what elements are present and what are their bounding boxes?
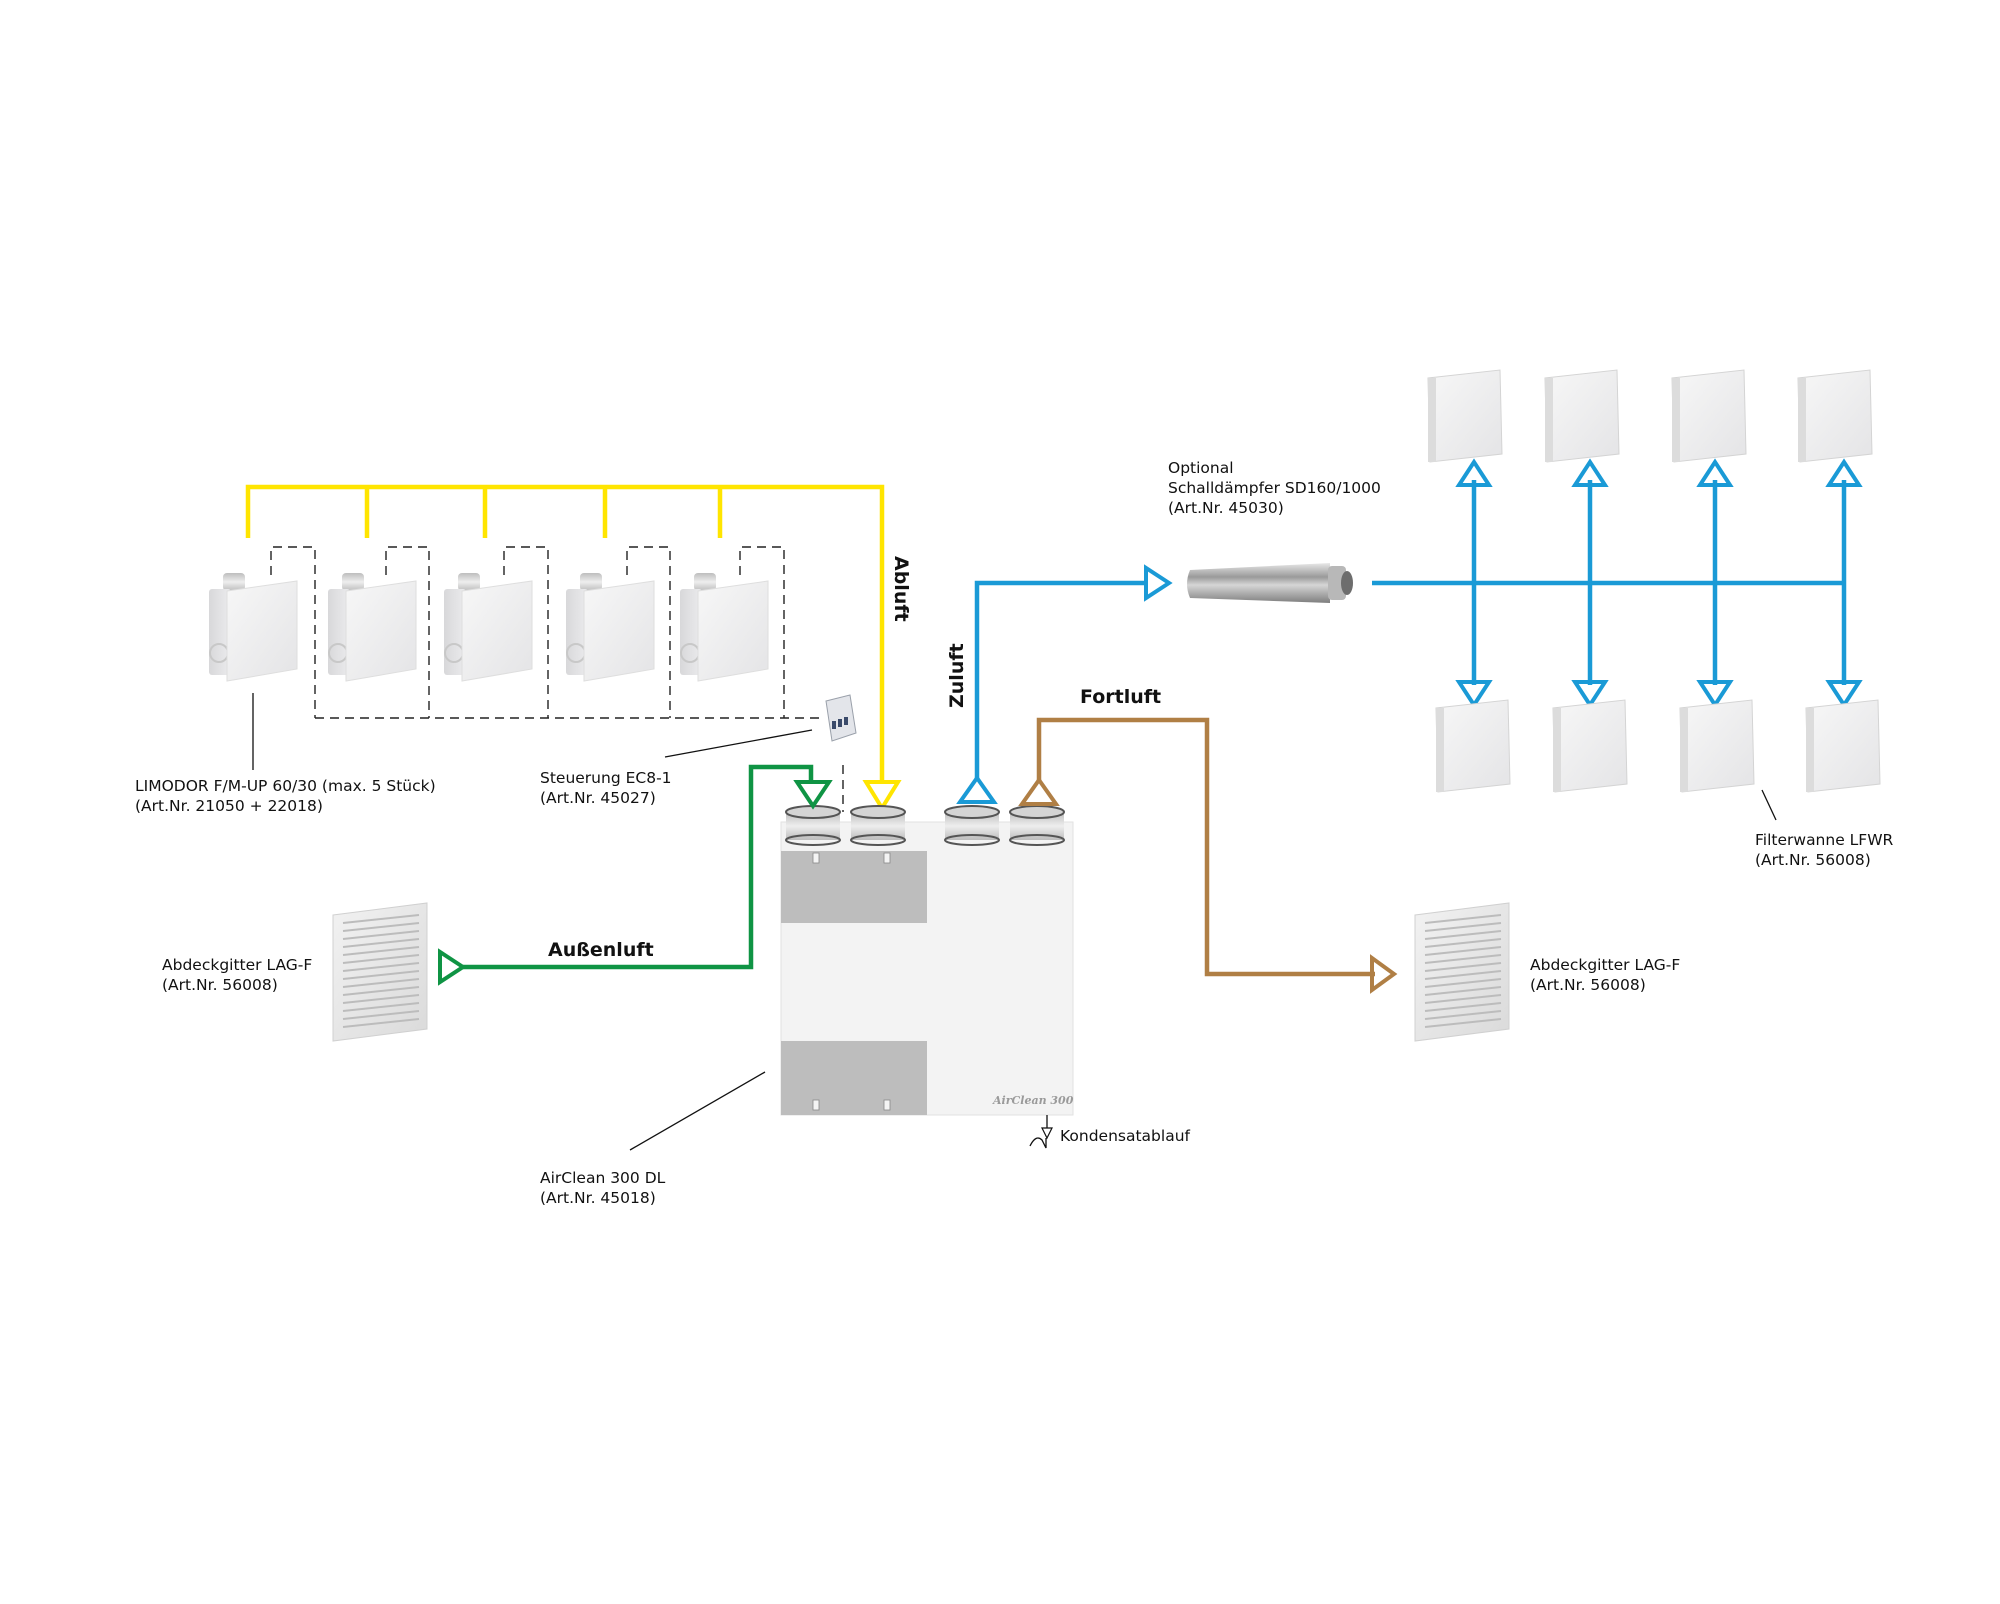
limodor-name: LIMODOR F/M-UP 60/30 (max. 5 Stück) [135, 777, 436, 795]
filterwanne-unit [1552, 699, 1628, 793]
supply-up-arrow-icon [1696, 458, 1734, 487]
filterwanne-unit [1797, 369, 1873, 463]
silencer-optional: Optional [1168, 459, 1234, 477]
flow-label-zuluft: Zuluft [946, 643, 968, 708]
filterwanne-unit [1671, 369, 1747, 463]
limodor-units [209, 573, 769, 682]
kondensat-label: Kondensatablauf [1060, 1127, 1190, 1145]
steuerung-name: Steuerung EC8-1 [540, 769, 672, 787]
flow-label-abluft: Abluft [890, 556, 912, 622]
grille-right-article: (Art.Nr. 56008) [1530, 976, 1646, 994]
filterwanne-unit [1679, 699, 1755, 793]
filterwanne-unit [1427, 369, 1503, 463]
filterwanne-article: (Art.Nr. 56008) [1755, 851, 1871, 869]
port-abluft [850, 805, 906, 846]
airclean-300-unit [780, 805, 1074, 1116]
airclean-article: (Art.Nr. 45018) [540, 1189, 656, 1207]
aussenluft-duct [438, 764, 833, 986]
kondensat-drain-icon [1041, 1127, 1053, 1140]
limodor-unit [328, 573, 417, 682]
limodor-article: (Art.Nr. 21050 + 22018) [135, 797, 323, 815]
steuerung-article: (Art.Nr. 45027) [540, 789, 656, 807]
port-aussenluft [785, 805, 841, 846]
aussenluft-arrow-icon [438, 948, 467, 986]
filter-door-top [781, 851, 927, 923]
control-wiring-dashed [270, 546, 844, 812]
fortluft-arrow-icon [1370, 954, 1398, 994]
zuluft-duct [956, 458, 1863, 804]
zuluft-outlet-arrow-icon [956, 774, 998, 804]
leader-lines [252, 693, 1777, 1151]
filterwanne-name: Filterwanne LFWR [1755, 831, 1894, 849]
fortluft-duct [1018, 717, 1398, 994]
supply-up-arrow-icon [1571, 458, 1609, 487]
abdeckgitter-right [1414, 902, 1510, 1042]
filterwanne-units [1427, 369, 1881, 793]
airclean-brand-mark: AirClean 300 [993, 1094, 1074, 1107]
filterwanne-label: Filterwanne LFWR (Art.Nr. 56008) [1755, 830, 1893, 870]
steuerung-ec8-device [825, 694, 857, 742]
grille-right-label: Abdeckgitter LAG-F (Art.Nr. 56008) [1530, 955, 1680, 995]
supply-up-arrow-icon [1455, 458, 1493, 487]
limodor-label: LIMODOR F/M-UP 60/30 (max. 5 Stück) (Art… [135, 776, 436, 816]
fortluft-outlet-arrow-icon [1018, 776, 1060, 806]
flow-label-fortluft: Fortluft [1080, 686, 1162, 708]
silencer-name: Schalldämpfer SD160/1000 [1168, 479, 1381, 497]
abluft-duct [245, 484, 902, 812]
filter-door-bottom [781, 1041, 927, 1115]
silencer-label: Optional Schalldämpfer SD160/1000 (Art.N… [1168, 458, 1381, 518]
supply-down-arrow-icon [1825, 680, 1863, 709]
abdeckgitter-left [332, 902, 428, 1042]
grille-left-name: Abdeckgitter LAG-F [162, 956, 313, 974]
supply-down-arrow-icon [1455, 680, 1493, 709]
supply-down-arrow-icon [1571, 680, 1609, 709]
limodor-unit [566, 573, 655, 682]
airclean-name: AirClean 300 DL [540, 1169, 666, 1187]
schalldaempfer-silencer [1187, 563, 1353, 603]
aussenluft-inlet-arrow-icon [793, 780, 833, 810]
grille-left-label: Abdeckgitter LAG-F (Art.Nr. 56008) [162, 955, 312, 995]
port-zuluft [944, 805, 1000, 846]
abluft-arrow-icon [862, 780, 902, 812]
zuluft-arrow-icon [1144, 564, 1173, 602]
grille-left-article: (Art.Nr. 56008) [162, 976, 278, 994]
limodor-unit [444, 573, 533, 682]
filterwanne-unit [1544, 369, 1620, 463]
airclean-label: AirClean 300 DL (Art.Nr. 45018) [540, 1168, 665, 1208]
filterwanne-unit [1805, 699, 1881, 793]
filterwanne-unit [1435, 699, 1511, 793]
supply-up-arrow-icon [1825, 458, 1863, 487]
flow-label-aussenluft: Außenluft [548, 939, 654, 961]
silencer-article: (Art.Nr. 45030) [1168, 499, 1284, 517]
grille-right-name: Abdeckgitter LAG-F [1530, 956, 1681, 974]
limodor-unit [209, 573, 298, 682]
supply-down-arrow-icon [1696, 680, 1734, 709]
port-fortluft [1009, 805, 1065, 846]
steuerung-label: Steuerung EC8-1 (Art.Nr. 45027) [540, 768, 672, 808]
limodor-unit [680, 573, 769, 682]
